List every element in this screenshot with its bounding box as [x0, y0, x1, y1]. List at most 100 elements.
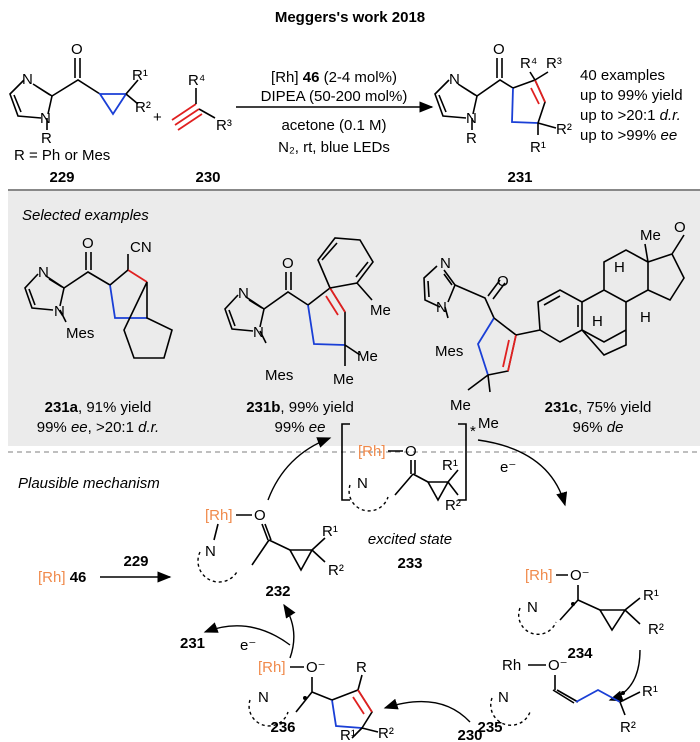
svg-text:Me: Me — [640, 227, 661, 244]
reaction-conditions: [Rh] 46 (2-4 mol%) DIPEA (50-200 mol%) a… — [236, 69, 434, 156]
svg-text:232: 232 — [265, 583, 290, 600]
svg-text:R¹: R¹ — [132, 67, 148, 84]
svg-text:N: N — [253, 324, 264, 341]
example-231c: N N O O Mes Me Me Me H H H 231c, 75% yie… — [423, 219, 686, 436]
svg-text:Mes: Mes — [435, 343, 463, 360]
svg-text:233: 233 — [397, 555, 422, 572]
svg-text:R¹: R¹ — [643, 587, 659, 604]
svg-text:Me: Me — [370, 302, 391, 319]
catalyst-46: [Rh] 46 229 — [38, 553, 172, 586]
svg-text:excited state: excited state — [368, 531, 452, 548]
arrow-to-232 — [283, 603, 296, 659]
svg-text:up to >99% ee: up to >99% ee — [580, 127, 677, 144]
svg-text:O: O — [254, 507, 266, 524]
svg-text:O: O — [71, 41, 83, 58]
svg-text:Me: Me — [450, 397, 471, 414]
svg-text:Me: Me — [333, 371, 354, 388]
svg-text:96% de: 96% de — [573, 419, 624, 436]
svg-text:229: 229 — [49, 169, 74, 186]
svg-text:N: N — [466, 110, 477, 127]
intermediate-232: [Rh] O N R¹ R² 232 — [197, 507, 344, 600]
arrow-to-233 — [267, 437, 332, 501]
svg-text:Mes: Mes — [66, 325, 94, 342]
mechanism-heading: Plausible mechanism — [18, 475, 160, 492]
svg-text:*: * — [470, 423, 476, 440]
svg-text:R²: R² — [328, 562, 344, 579]
svg-text:R³: R³ — [216, 117, 232, 134]
examples-heading: Selected examples — [22, 207, 149, 224]
svg-text:DIPEA (50-200 mol%): DIPEA (50-200 mol%) — [261, 88, 408, 105]
svg-text:R¹: R¹ — [642, 683, 658, 700]
scope-summary: 40 examples up to 99% yield up to >20:1 … — [580, 67, 683, 144]
svg-text:[Rh]: [Rh] — [205, 507, 233, 524]
svg-text:R²: R² — [648, 621, 664, 638]
svg-text:230: 230 — [195, 169, 220, 186]
svg-text:231: 231 — [507, 169, 532, 186]
reactant-229: N N O R R¹ R² R = Ph or Mes 229 — [9, 41, 151, 186]
svg-text:N: N — [205, 543, 216, 560]
svg-text:N₂, rt, blue LEDs: N₂, rt, blue LEDs — [278, 139, 390, 156]
svg-text:N: N — [258, 689, 269, 706]
svg-text:[Rh]: [Rh] — [258, 659, 286, 676]
svg-text:R: R — [41, 130, 52, 147]
svg-text:R¹: R¹ — [340, 727, 356, 742]
svg-text:N: N — [22, 71, 33, 88]
electron-out: e⁻ — [240, 637, 256, 654]
svg-text:236: 236 — [270, 719, 295, 736]
reactant-230: R⁴ R³ 230 — [171, 72, 232, 186]
svg-text:N: N — [498, 689, 509, 706]
svg-text:R⁴: R⁴ — [520, 55, 537, 72]
svg-text:[Rh]: [Rh] — [358, 443, 386, 460]
product-231-released: 231 — [180, 635, 205, 652]
svg-text:O: O — [497, 273, 509, 290]
intermediate-234: [Rh] O⁻ N R¹ R² 234 — [517, 567, 664, 662]
svg-text:R²: R² — [378, 725, 394, 742]
example-231a: N N O Mes CN 231a, 91% yield 99% ee, >20… — [24, 235, 173, 436]
svg-text:H: H — [592, 313, 603, 330]
svg-text:up to 99% yield: up to 99% yield — [580, 87, 683, 104]
svg-text:N: N — [38, 264, 49, 281]
svg-text:99% ee, >20:1 d.r.: 99% ee, >20:1 d.r. — [37, 419, 159, 436]
svg-text:O: O — [674, 219, 686, 236]
svg-text:Mes: Mes — [265, 367, 293, 384]
svg-text:Me: Me — [478, 415, 499, 432]
svg-text:R¹: R¹ — [530, 139, 546, 156]
svg-text:N: N — [527, 599, 538, 616]
product-231: N N O R R⁴ R³ R² R¹ 231 — [434, 41, 572, 186]
svg-text:O: O — [405, 443, 417, 460]
figure-title: Meggers's work 2018 — [275, 9, 425, 26]
svg-text:234: 234 — [567, 645, 593, 662]
svg-text:N: N — [357, 475, 368, 492]
example-231b: N N O Mes Me Me Me 231b, 99% yield 99% e… — [224, 237, 391, 436]
arrow-to-235 — [608, 649, 641, 702]
svg-text:231c, 75% yield: 231c, 75% yield — [545, 399, 652, 416]
svg-text:acetone (0.1 M): acetone (0.1 M) — [281, 117, 386, 134]
electron-in: e⁻ — [500, 459, 516, 476]
svg-text:O⁻: O⁻ — [548, 657, 568, 674]
excited-state-233: * [Rh] O N R¹ R² excited state 233 — [341, 423, 476, 572]
svg-text:N: N — [436, 299, 447, 316]
svg-text:R²: R² — [620, 719, 636, 736]
arrow-to-236 — [383, 698, 471, 723]
svg-text:231a, 91% yield: 231a, 91% yield — [45, 399, 152, 416]
svg-text:H: H — [640, 309, 651, 326]
svg-text:R: R — [356, 659, 367, 676]
svg-text:[Rh]: [Rh] — [525, 567, 553, 584]
svg-text:N: N — [238, 285, 249, 302]
svg-text:O⁻: O⁻ — [570, 567, 590, 584]
svg-text:[Rh] 46 (2-4 mol%): [Rh] 46 (2-4 mol%) — [271, 69, 397, 86]
svg-text:40 examples: 40 examples — [580, 67, 665, 84]
svg-text:[Rh] 46: [Rh] 46 — [38, 569, 86, 586]
svg-text:Me: Me — [357, 348, 378, 365]
svg-text:231b, 99% yield: 231b, 99% yield — [246, 399, 354, 416]
svg-text:R¹: R¹ — [322, 523, 338, 540]
svg-text:R²: R² — [135, 99, 151, 116]
svg-text:R⁴: R⁴ — [188, 72, 205, 89]
svg-text:O: O — [493, 41, 505, 58]
svg-text:N: N — [40, 110, 51, 127]
svg-text:O: O — [282, 255, 294, 272]
reagent-230: 230 — [457, 727, 482, 742]
svg-text:CN: CN — [130, 239, 152, 256]
svg-text:R: R — [466, 130, 477, 147]
